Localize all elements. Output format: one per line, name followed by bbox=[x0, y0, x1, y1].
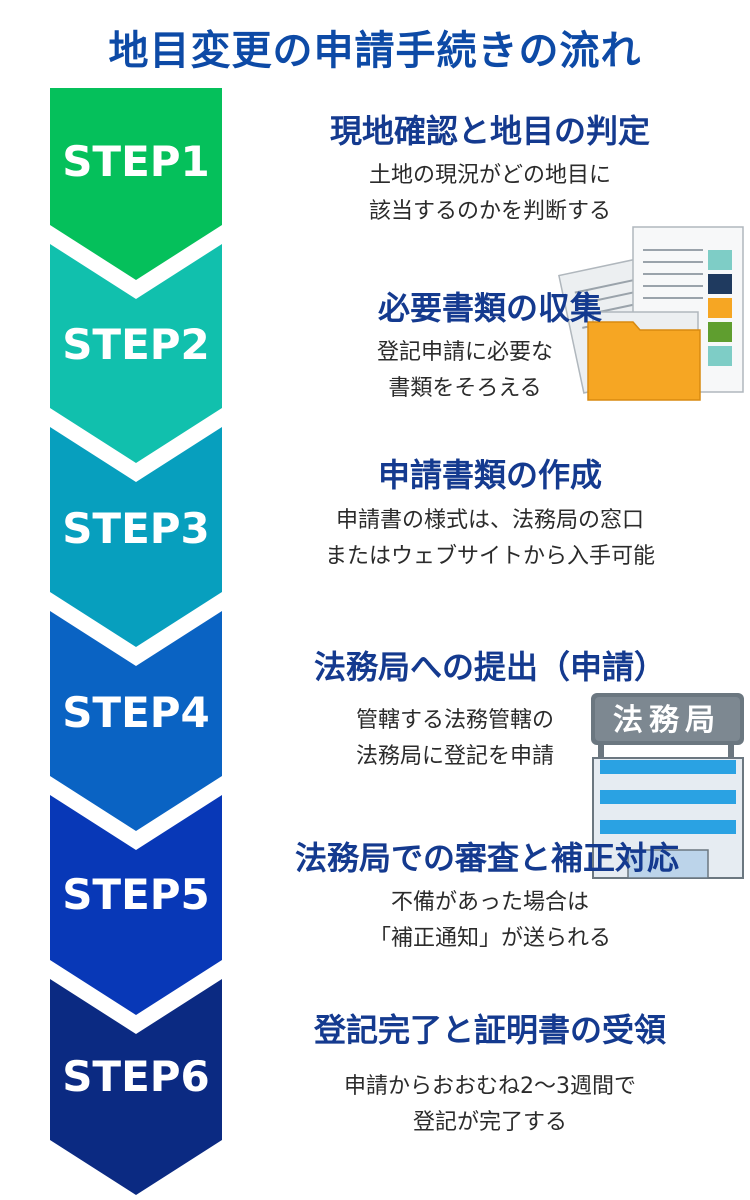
step4-title: 法務局への提出（申請） bbox=[313, 648, 666, 686]
step5-chevron bbox=[50, 795, 222, 1015]
step4-desc: 管轄する法務管轄の 法務局に登記を申請 bbox=[220, 703, 690, 775]
step4-desc-line2: 法務局に登記を申請 bbox=[355, 744, 554, 769]
step4-desc-line1: 管轄する法務管轄の bbox=[355, 708, 554, 733]
step3-desc-line2: またはウェブサイトから入手可能 bbox=[324, 544, 655, 569]
step5-desc: 不備があった場合は 「補正通知」が送られる bbox=[240, 885, 740, 957]
step1-chevron bbox=[50, 88, 222, 280]
step2-desc-line2: 書類をそろえる bbox=[388, 376, 542, 401]
step1-desc-line2: 該当するのかを判断する bbox=[368, 199, 611, 224]
step3-title: 申請書類の作成 bbox=[377, 456, 602, 494]
step3-chevron bbox=[50, 427, 222, 647]
step4-label: STEP4 bbox=[62, 688, 210, 737]
step2-desc: 登記申請に必要な 書類をそろえる bbox=[220, 335, 710, 407]
step6-desc-line2: 登記が完了する bbox=[412, 1110, 567, 1135]
legal-office-building-icon: 法務局 bbox=[591, 693, 744, 879]
step5-title: 法務局での審査と補正対応 bbox=[294, 839, 679, 877]
step3-desc-line1: 申請書の様式は、法務局の窓口 bbox=[335, 508, 644, 533]
step6-label: STEP6 bbox=[62, 1052, 210, 1101]
step5-desc-line1: 不備があった場合は bbox=[390, 890, 589, 915]
step3-desc: 申請書の様式は、法務局の窓口 またはウェブサイトから入手可能 bbox=[240, 503, 740, 575]
page-title: 地目変更の申請手続きの流れ bbox=[108, 28, 642, 74]
step2-chevron bbox=[50, 244, 222, 463]
step3-label: STEP3 bbox=[62, 504, 210, 553]
building-sign-text: 法務局 bbox=[613, 703, 721, 738]
step1-title: 現地確認と地目の判定 bbox=[329, 112, 650, 150]
step2-desc-line1: 登記申請に必要な bbox=[376, 340, 553, 365]
step6-title: 登記完了と証明書の受領 bbox=[313, 1011, 666, 1049]
step4-chevron bbox=[50, 611, 222, 831]
step5-desc-line2: 「補正通知」が送られる bbox=[368, 926, 611, 951]
document-folder-icon bbox=[558, 226, 744, 401]
step5-label: STEP5 bbox=[62, 870, 210, 919]
step1-desc: 土地の現況がどの地目に 該当するのかを判断する bbox=[240, 158, 740, 230]
step6-desc-line1: 申請からおおむね2〜3週間で bbox=[344, 1074, 636, 1099]
step6-desc: 申請からおおむね2〜3週間で 登記が完了する bbox=[240, 1069, 740, 1141]
step2-title: 必要書類の収集 bbox=[377, 289, 602, 327]
step1-desc-line1: 土地の現況がどの地目に bbox=[368, 163, 611, 188]
step6-chevron bbox=[50, 979, 222, 1195]
step2-label: STEP2 bbox=[62, 320, 210, 369]
step1-label: STEP1 bbox=[62, 137, 210, 186]
